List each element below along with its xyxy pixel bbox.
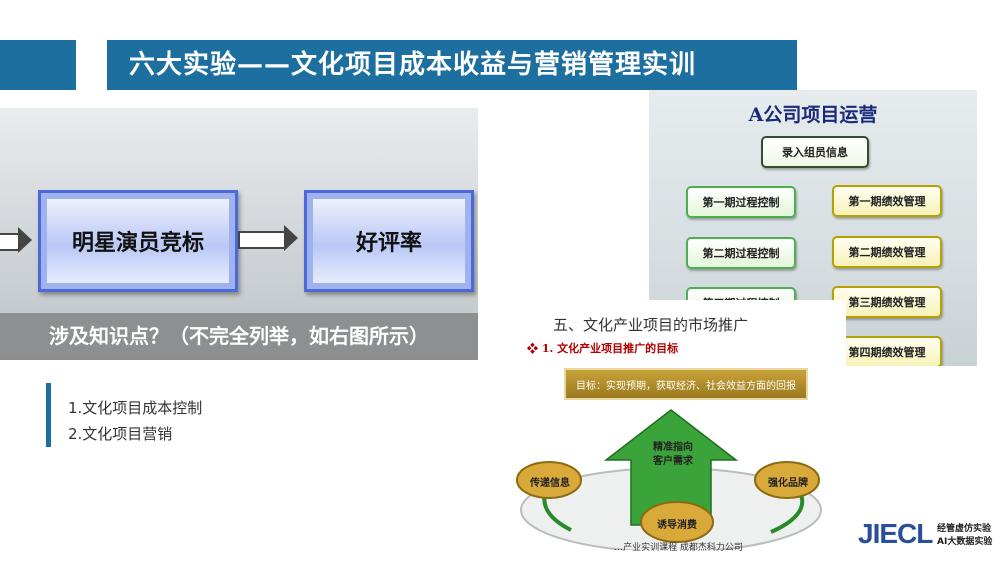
- market-subtitle: ❖ 1. 文化产业项目推广的目标: [527, 342, 679, 355]
- knowledge-points-caption: 涉及知识点？（不完全列举，如右图所示）: [0, 313, 478, 360]
- logo-line-1: 经管虚仿实验: [937, 524, 992, 534]
- knowledge-list: 1.文化项目成本控制 2.文化项目营销: [68, 395, 202, 447]
- market-node-consume: 诱导消费: [657, 520, 697, 531]
- list-item: 1.文化项目成本控制: [68, 399, 203, 417]
- flow-arrow-2: [238, 225, 298, 251]
- logo-line-2: AI大数据实验: [937, 537, 993, 547]
- process-control-2: 第二期过程控制: [686, 237, 796, 269]
- market-goal-banner: 目标：实现预期，获取经济、社会效益方面的回报: [564, 368, 808, 400]
- list-item: 2.文化项目营销: [68, 425, 173, 443]
- logo-subtitle: 经管虚仿实验 AI大数据实验: [937, 523, 992, 549]
- flow-box-star-bidding: 明星演员竞标: [38, 190, 238, 292]
- performance-1: 第一期绩效管理: [832, 185, 942, 217]
- flow-box-rating: 好评率: [304, 190, 474, 292]
- performance-4: 第四期绩效管理: [832, 336, 942, 366]
- performance-2: 第二期绩效管理: [832, 236, 942, 268]
- list-accent-bar: [46, 383, 51, 447]
- jiecl-logo: JIECL: [858, 518, 933, 549]
- market-center-label-1: 精准指向: [653, 442, 693, 453]
- flow-arrow-1: [0, 227, 32, 253]
- market-title: 五、文化产业项目的市场推广: [553, 316, 749, 334]
- market-center-label-2: 客户需求: [653, 456, 693, 467]
- slide-title: 六大实验——文化项目成本收益与营销管理实训: [107, 40, 797, 90]
- process-control-1: 第一期过程控制: [686, 186, 796, 218]
- market-promotion-image: 五、文化产业项目的市场推广 ❖ 1. 文化产业项目推广的目标 目标：实现预期，获…: [511, 300, 846, 563]
- market-node-brand: 强化品牌: [768, 478, 808, 489]
- title-accent-block: [0, 40, 76, 90]
- entry-box: 录入组员信息: [761, 136, 869, 168]
- market-footer: …产业实训课程 成都杰科力公司: [614, 543, 743, 553]
- performance-3: 第三期绩效管理: [832, 286, 942, 318]
- market-node-inform: 传递信息: [530, 478, 570, 489]
- project-title: A公司项目运营: [748, 104, 878, 126]
- market-diagram-graphic: [516, 409, 822, 550]
